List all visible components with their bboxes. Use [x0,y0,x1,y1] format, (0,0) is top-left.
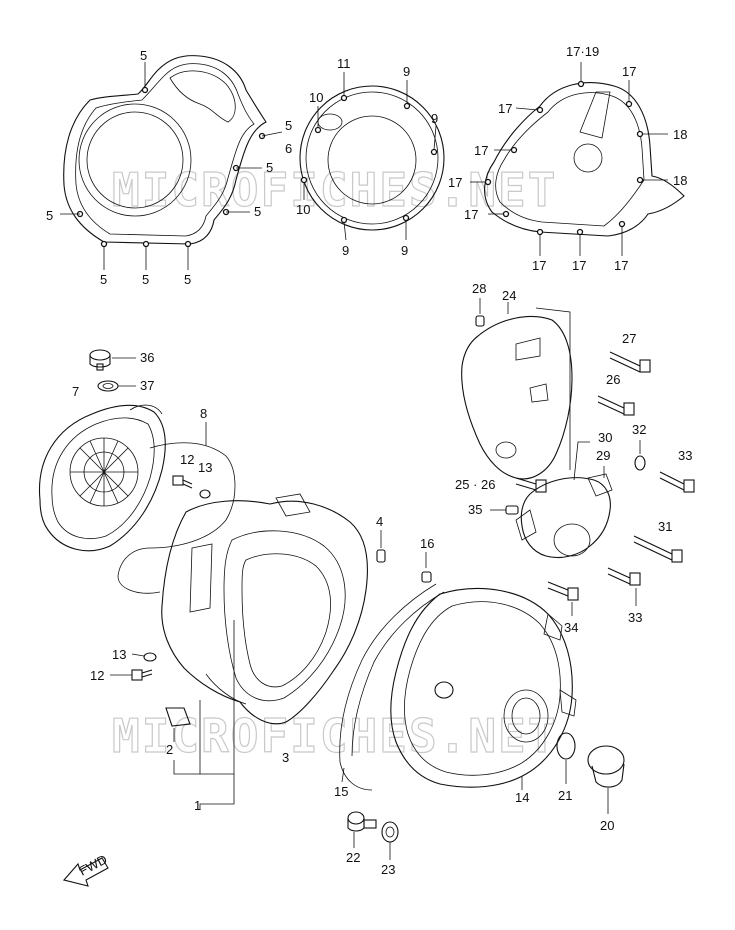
label-17: 17 [572,258,586,273]
plug-20 [587,745,625,814]
washer-23 [381,821,399,860]
label-5: 5 [46,208,53,223]
label-8: 8 [200,406,207,421]
label-28: 28 [472,281,486,296]
label-9: 9 [431,111,438,126]
dowel-pin-4 [376,530,386,563]
oil-filler-washer [97,380,136,392]
label-20: 20 [600,818,614,833]
label-32: 32 [632,422,646,437]
clutch-cover [161,493,368,725]
label-5: 5 [184,272,191,287]
label-5: 5 [285,118,292,133]
label-14: 14 [515,790,529,805]
label-27: 27 [622,331,636,346]
label-5: 5 [266,160,273,175]
washer-13-upper [199,489,211,499]
forward-direction-arrow: FWD [62,852,110,887]
dowel-pin-16 [421,552,432,583]
generator-cover [390,588,577,790]
label-26: 26 [606,372,620,387]
o-ring-21 [556,732,576,784]
bolt-31 [633,535,683,563]
label-36: 36 [140,350,154,365]
water-pump-cover [461,302,573,480]
bolt-25-26 [515,477,547,493]
label-9: 9 [342,243,349,258]
label-17: 17 [622,64,636,79]
clutch-cover-gasket [60,55,283,270]
label-37: 37 [140,378,154,393]
label-5: 5 [140,48,147,63]
pin-28 [475,298,485,327]
label-3: 3 [282,750,289,765]
label-13: 13 [112,647,126,662]
label-30: 30 [598,430,612,445]
bolt-33-upper [659,471,695,493]
label-17: 17 [498,101,512,116]
label-7: 7 [72,384,79,399]
bolt-34 [547,581,579,616]
label-35: 35 [468,502,482,517]
label-21: 21 [558,788,572,803]
label-5: 5 [254,204,261,219]
label-2: 2 [166,742,173,757]
label-10: 10 [309,90,323,105]
bolt-26 [597,395,635,416]
label-17: 17 [532,258,546,273]
label-9: 9 [403,64,410,79]
label-15: 15 [334,784,348,799]
assembly-bracket-1 [173,620,235,810]
fwd-label: FWD [76,852,109,879]
watermark-top: MICROFICHES.NET [112,163,557,217]
generator-cover-gasket-15 [339,583,445,791]
label-12: 12 [90,668,104,683]
label-24: 24 [502,288,516,303]
generator-cover-gasket [470,62,685,256]
label-33: 33 [628,610,642,625]
label-9: 9 [401,243,408,258]
bolt-27 [609,351,651,373]
label-33: 33 [678,448,692,463]
label-5: 5 [100,272,107,287]
cover-gasket-round [299,72,445,241]
bolt-33-lower [607,567,641,606]
pin-35 [490,505,519,515]
label-4: 4 [376,514,383,529]
label-25-26: 25 · 26 [455,477,495,492]
label-31: 31 [658,519,672,534]
label-18: 18 [673,127,687,142]
oil-filler-cap [89,349,136,371]
label-29: 29 [596,448,610,463]
label-17: 17 [448,175,462,190]
bolt-22 [347,811,377,848]
label-23: 23 [381,862,395,877]
washer-13-lower [131,652,157,662]
label-6: 6 [285,141,292,156]
label-17: 17 [614,258,628,273]
label-34: 34 [564,620,578,635]
starter-cover-gasket [117,422,236,594]
label-17: 17 [464,207,478,222]
starter-clutch-cover [38,404,166,552]
label-1: 1 [194,798,201,813]
washer-32 [634,440,646,471]
bushing-2 [165,707,191,742]
label-13: 13 [198,460,212,475]
label-18: 18 [673,173,687,188]
bolt-12-upper [172,475,193,489]
label-17: 17 [474,143,488,158]
label-11: 11 [337,56,351,71]
part-labels: 5 5 6 5 5 5 5 5 5 11 9 10 9 10 9 9 17·19… [46,44,692,877]
label-10: 10 [296,202,310,217]
watermark-bottom: MICROFICHES.NET [112,709,557,763]
label-17-19: 17·19 [566,44,599,59]
label-22: 22 [346,850,360,865]
water-pump-body [515,441,613,559]
label-5: 5 [142,272,149,287]
label-16: 16 [420,536,434,551]
label-12: 12 [180,452,194,467]
bolt-12-lower [110,669,153,681]
